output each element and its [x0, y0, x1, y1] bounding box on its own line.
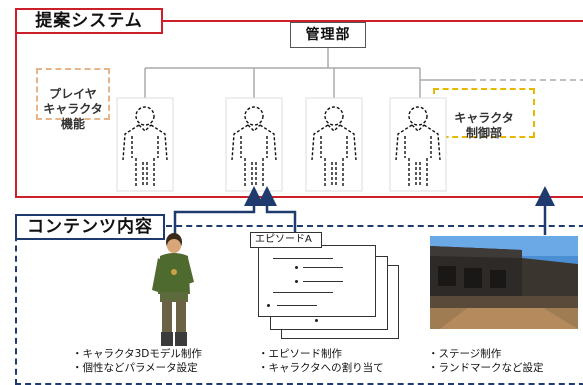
- note-landmark-setting: ランドマークなど設定: [428, 361, 544, 375]
- proposal-system-frame: [15, 20, 583, 198]
- note-character-assignment: キャラクタへの割り当て: [258, 361, 384, 375]
- note-stage-production: ステージ制作: [428, 347, 544, 361]
- management-tree-lines: [144, 48, 583, 100]
- character-3d-model: [152, 233, 194, 346]
- character-control-box: キャラクタ 制御部: [433, 88, 535, 140]
- episode-a-tab: エピソードA: [250, 232, 322, 248]
- episode-a-label: エピソードA: [255, 234, 312, 245]
- player-character-function-box: プレイヤ キャラクタ 機能: [36, 68, 110, 131]
- management-label: 管理部: [305, 27, 351, 43]
- stage-notes: ステージ制作 ランドマークなど設定: [428, 347, 544, 375]
- note-episode-production: エピソード制作: [258, 347, 384, 361]
- stage-image: [430, 236, 578, 329]
- character-model-notes: キャラクタ3Dモデル制作 個性などパラメータ設定: [72, 347, 202, 375]
- player-character-label: プレイヤ キャラクタ 機能: [43, 87, 103, 131]
- proposal-system-title: 提案システム: [15, 8, 163, 34]
- management-box: 管理部: [290, 22, 366, 48]
- note-character-model: キャラクタ3Dモデル制作: [72, 347, 202, 361]
- note-parameter-setting: 個性などパラメータ設定: [72, 361, 202, 375]
- episode-notes: エピソード制作 キャラクタへの割り当て: [258, 347, 384, 375]
- proposal-system-title-text: 提案システム: [35, 10, 143, 31]
- episode-doc-front: [258, 245, 376, 317]
- contents-title-text: コンテンツ内容: [27, 216, 153, 237]
- character-control-label: キャラクタ 制御部: [454, 111, 514, 140]
- contents-title: コンテンツ内容: [15, 214, 165, 240]
